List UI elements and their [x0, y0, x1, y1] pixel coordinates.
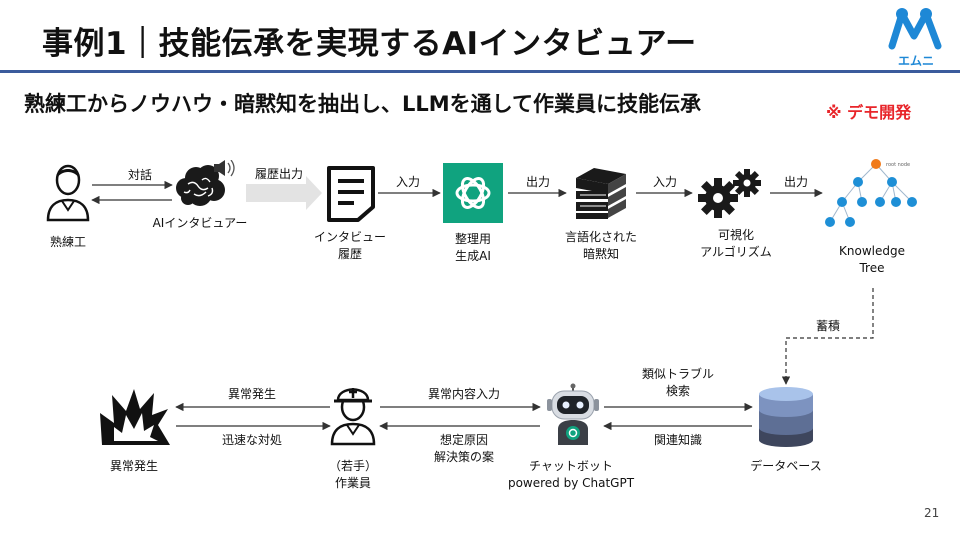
chatbot-label: チャットボット powered by ChatGPT — [481, 458, 661, 492]
worker-label: （若手） 作業員 — [303, 458, 403, 492]
knowledge-tree-line1: Knowledge — [839, 244, 905, 258]
organizing-ai-label: 整理用 生成AI — [423, 231, 523, 265]
chatbot-line1: チャットボット — [529, 459, 613, 473]
knowledge-tree-icon: root node — [825, 159, 917, 227]
verbalized-tacit-label: 言語化された 暗黙知 — [551, 229, 651, 263]
logo-text: エムニ — [898, 54, 934, 68]
output-label-1: 出力 — [525, 175, 550, 189]
organizing-ai-line2: 生成AI — [455, 249, 491, 263]
books-stack-icon — [576, 168, 626, 219]
emuni-logo: エムニ — [884, 6, 948, 68]
interview-history-line2: 履歴 — [337, 247, 362, 261]
similar-trouble-line2: 検索 — [665, 384, 690, 398]
anomaly-node-label: 異常発生 — [109, 459, 158, 473]
speaker-icon — [214, 164, 219, 172]
verbalized-tacit-line1: 言語化された — [564, 230, 637, 244]
worker-line2: 作業員 — [334, 476, 371, 490]
visualization-label: 可視化 アルゴリズム — [686, 227, 786, 261]
accumulate-label: 蓄積 — [815, 319, 840, 333]
brain-icon — [176, 160, 235, 206]
demo-badge: ※ デモ開発 — [826, 103, 912, 122]
visualization-line2: アルゴリズム — [700, 245, 772, 259]
output-label-2: 出力 — [783, 175, 808, 189]
knowledge-tree-label: Knowledge Tree — [822, 243, 922, 277]
input-label-1: 入力 — [395, 175, 420, 189]
ai-interviewer-label: AIインタビュアー — [152, 216, 248, 230]
interview-history-label: インタビュー 履歴 — [300, 229, 400, 263]
similar-trouble-line1: 類似トラブル — [641, 367, 714, 381]
chatbot-line2: powered by ChatGPT — [507, 476, 635, 490]
document-icon — [327, 166, 375, 222]
accumulate-arrow — [781, 288, 874, 385]
history-output-label: 履歴出力 — [254, 167, 303, 181]
worker-line1: （若手） — [328, 459, 377, 473]
tree-root-tag: root node — [886, 162, 910, 168]
organizing-ai-line1: 整理用 — [454, 232, 491, 246]
history-output-arrow — [246, 176, 322, 210]
page-title: 事例1｜技能伝承を実現するAIインタビュアー — [42, 26, 697, 62]
interview-history-line1: インタビュー — [313, 230, 386, 244]
anomaly-occurs-label: 異常発生 — [227, 387, 276, 401]
anomaly-input-label: 異常内容入力 — [427, 387, 500, 401]
assumed-cause-label: 想定原因 解決策の案 — [404, 432, 524, 466]
title-underline — [0, 70, 960, 73]
quick-response-label: 迅速な対処 — [221, 433, 282, 447]
database-icon — [759, 387, 813, 447]
related-knowledge-label: 関連知識 — [653, 433, 702, 447]
verbalized-tacit-line2: 暗黙知 — [582, 247, 619, 261]
openai-logo-icon — [443, 163, 503, 223]
input-label-2: 入力 — [652, 175, 677, 189]
database-label: データベース — [750, 459, 822, 473]
similar-trouble-label: 類似トラブル 検索 — [628, 366, 728, 400]
expert-person-icon — [46, 164, 90, 222]
subtitle: 熟練工からノウハウ・暗黙知を抽出し、LLMを通して作業員に技能伝承 — [24, 92, 702, 116]
gears-icon — [698, 169, 761, 218]
explosion-icon — [100, 389, 170, 445]
worker-hardhat-icon — [330, 388, 376, 446]
page-number: 21 — [924, 506, 940, 520]
chatbot-robot-icon — [547, 383, 599, 445]
logo-mark-icon: エムニ — [888, 8, 942, 68]
assumed-cause-line2: 解決策の案 — [433, 450, 494, 464]
visualization-line1: 可視化 — [717, 228, 754, 242]
dialogue-label: 対話 — [127, 168, 152, 182]
expert-label: 熟練工 — [49, 235, 86, 249]
knowledge-tree-line2: Tree — [859, 261, 885, 275]
assumed-cause-line1: 想定原因 — [439, 433, 488, 447]
